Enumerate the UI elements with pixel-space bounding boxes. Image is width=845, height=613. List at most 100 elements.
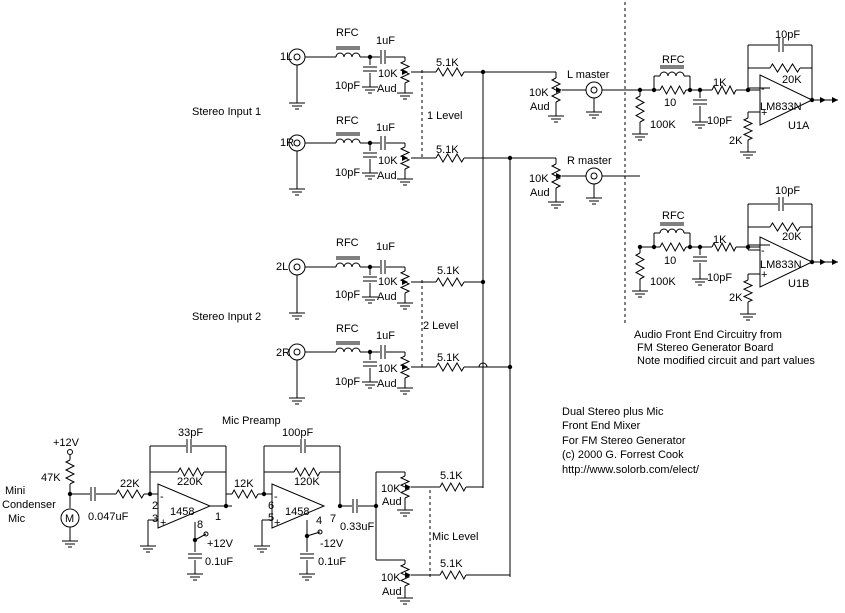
stage1-pin-pwr: 8	[197, 519, 203, 531]
stage2-cfb: 100pF	[282, 427, 313, 439]
resistor	[64, 459, 76, 485]
junction-dot	[261, 491, 267, 497]
jack-2r: 2R	[276, 347, 290, 359]
resistor	[769, 222, 801, 232]
stage2-decouple: 0.1uF	[318, 556, 346, 568]
junction-dot	[809, 97, 815, 103]
master-r-taper: Aud	[530, 187, 550, 199]
op-amp-minus: -	[274, 491, 278, 503]
resistor	[634, 95, 646, 123]
junction-dot	[651, 87, 657, 93]
note-title-4: (c) 2000 G. Forrest Cook	[562, 449, 684, 461]
rfc-1r: RFC	[336, 115, 359, 127]
label-stereo-input-1: Stereo Input 1	[192, 106, 261, 118]
stage2-supply: -12V	[320, 538, 344, 550]
stage1-ic: 1458	[170, 506, 194, 518]
rfc-2r: RFC	[336, 323, 359, 335]
op-amp-minus: -	[761, 245, 765, 257]
master-r-cshunt: 10pF	[707, 272, 732, 284]
junction-dot	[367, 349, 373, 355]
inductor	[335, 138, 361, 144]
note-title-5: http://www.solorb.com/elect/	[562, 464, 700, 476]
inductor	[335, 262, 361, 268]
op-amp-minus: -	[160, 491, 164, 503]
label-stereo-input-2: Stereo Input 2	[192, 311, 261, 323]
arrow-head	[556, 87, 562, 93]
stage1-rfb: 220K	[177, 476, 203, 488]
master-r-unit: U1B	[788, 278, 809, 290]
junction-dot	[651, 244, 657, 250]
jack-1r: 1R	[280, 137, 294, 149]
stage1-cfb: 33pF	[178, 427, 203, 439]
inductor	[659, 228, 685, 234]
junction-dot	[367, 264, 373, 270]
stage2-rfb: 120K	[294, 476, 320, 488]
mic-mixr-1: 5.1K	[440, 470, 463, 482]
inductor	[335, 347, 361, 353]
cap-1r: 1uF	[376, 122, 395, 134]
taper-2r: Aud	[377, 378, 397, 390]
arrow-head	[820, 97, 826, 103]
stage2-pin-noninv: 5	[268, 512, 274, 524]
stage1-supply: +12V	[207, 538, 234, 550]
master-l-pot: 10K	[529, 87, 549, 99]
wires: -+-+M-+-+	[60, 2, 838, 605]
label-level-2: 2 Level	[423, 320, 458, 332]
audio-jack	[288, 258, 306, 276]
arrow-head	[832, 97, 838, 103]
audio-jack	[590, 172, 598, 180]
op-amp-plus: +	[274, 517, 280, 529]
note-board-2: FM Stereo Generator Board	[637, 342, 773, 354]
op-amp-plus: +	[761, 269, 767, 281]
audio-jack	[293, 263, 301, 271]
master-r-rfb: 20K	[782, 231, 802, 243]
audio-jack	[293, 139, 301, 147]
audio-jack	[293, 348, 301, 356]
note-board-1: Audio Front End Circuitry from	[634, 329, 782, 341]
resistor	[177, 466, 205, 478]
mic-pot-1: 10K	[381, 483, 401, 495]
note-title-1: Dual Stereo plus Mic	[562, 406, 664, 418]
label-l-master: L master	[567, 69, 610, 81]
resistor	[439, 481, 467, 493]
mic-mixr-2: 5.1K	[440, 558, 463, 570]
resistor	[659, 84, 687, 96]
master-r-rbias: 2K	[729, 292, 743, 304]
rfc-1l: RFC	[336, 27, 359, 39]
audio-jack	[293, 53, 301, 61]
cbypass-2r: 10pF	[335, 376, 360, 388]
master-l-unit: U1A	[788, 120, 810, 132]
resistor	[769, 63, 801, 73]
audio-jack	[288, 343, 306, 361]
arrow-head	[402, 364, 408, 370]
pot-1r: 10K	[378, 155, 398, 167]
cbypass-1l: 10pF	[335, 80, 360, 92]
label-mic-2: Condenser	[2, 499, 56, 511]
master-l-rbias: 2K	[729, 135, 743, 147]
master-r-cfb: 10pF	[775, 185, 800, 197]
master-r-rin: 1K	[713, 234, 727, 246]
jack-2l: 2L	[276, 261, 288, 273]
supply-terminal	[67, 449, 73, 455]
resistor	[231, 488, 259, 500]
pot-2r: 10K	[378, 363, 398, 375]
stage2-ic: 1458	[285, 506, 309, 518]
preamp-supply: +12V	[53, 437, 80, 449]
resistor	[115, 489, 145, 499]
note-title-2: Front End Mixer	[562, 420, 641, 432]
cap-2r: 1uF	[376, 330, 395, 342]
microphone-label: M	[65, 513, 74, 525]
audio-jack	[585, 167, 603, 185]
arrow-head	[556, 173, 562, 179]
pot-2l: 10K	[378, 276, 398, 288]
taper-2l: Aud	[377, 291, 397, 303]
resistor	[439, 569, 467, 581]
supply-terminal	[317, 529, 323, 535]
junction-dot	[147, 491, 153, 497]
wire-hop	[464, 362, 510, 368]
arrow-head	[402, 279, 408, 285]
preamp-cout: 0.33uF	[340, 521, 375, 533]
inductor	[659, 71, 685, 77]
mixr-2r: 5.1K	[437, 352, 460, 364]
